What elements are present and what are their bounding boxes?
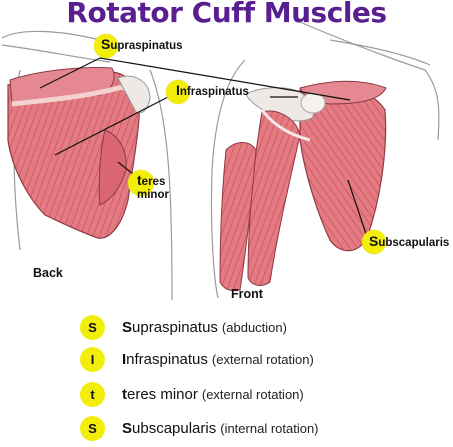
callout-initial: t [137,172,142,188]
callout-label-line2: minor [137,189,169,201]
legend-badge: S [80,415,105,441]
callout-circle [166,80,190,104]
callout-initial: S [101,36,111,52]
back-view-label: Back [33,266,63,280]
callout-label: upraspinatus [110,40,183,52]
legend-item: S Subscapularis (internal rotation) [80,415,319,441]
legend-badge: t [80,381,105,407]
callout-circle [362,230,386,254]
callout-circle [128,170,154,196]
legend-item: S Supraspinatus (abduction) [80,314,287,340]
callout-initial: I [176,82,180,98]
legend-item: I Infraspinatus (external rotation) [80,346,314,372]
legend-name: eres minor [127,385,198,403]
arm-muscle-upper [247,110,301,286]
legend-initial: S [122,419,133,437]
legend-description: (external rotation) [201,386,304,402]
humerus-back [117,75,151,114]
callout-label: ubscapularis [378,237,450,249]
shoulder-joint [300,92,326,114]
legend-name: nfraspinatus [126,350,208,368]
coracoid-and-humeral-head [245,87,315,122]
callout-circle [94,34,118,58]
callout-subscapularis: Subscapularis [362,230,449,254]
legend-initial: t [122,385,127,403]
legend-initial: S [122,318,133,336]
callout-supraspinatus: Supraspinatus [94,34,183,58]
legend-description: (abduction) [221,319,287,335]
callout-infraspinatus: Infraspinatus [166,80,249,104]
callout-teres-minor: teres minor [128,170,169,201]
legend-badge: I [80,346,105,372]
callout-label: nfraspinatus [179,86,249,98]
teres-minor-back-muscle [98,129,127,206]
legend-item: t teres minor (external rotation) [80,381,304,407]
legend-initial: I [122,350,127,368]
back-view-muscles [7,67,151,239]
tendon [260,109,311,142]
front-view-muscles [219,80,387,292]
arm-muscle-lower [219,142,257,292]
front-view-label: Front [231,287,263,301]
leader-lines [39,57,369,241]
legend-name: upraspinatus [132,318,218,336]
legend-badge: S [80,314,105,340]
legend-description: (external rotation) [211,351,314,367]
legend-name: ubscapularis [132,419,217,437]
legend-description: (internal rotation) [220,420,319,436]
callout-initial: S [369,233,379,249]
diagram-title: Rotator Cuff Muscles [66,0,387,29]
callout-label: eres [141,176,166,188]
